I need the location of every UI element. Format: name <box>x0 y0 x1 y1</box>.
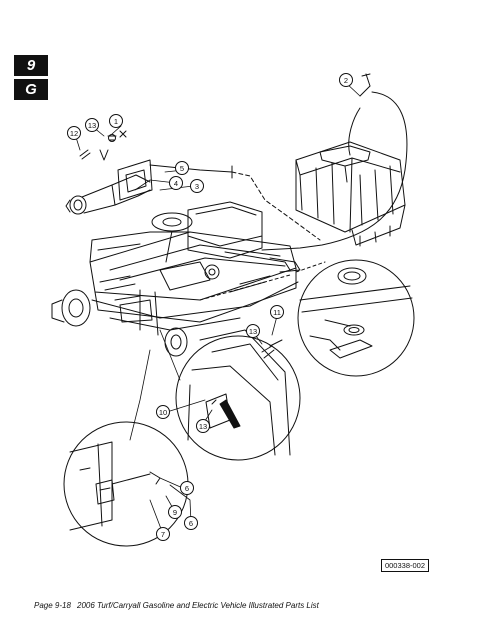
callout-9: 9 <box>173 508 177 517</box>
callout-2: 2 <box>344 76 348 85</box>
chapter-tab: 9 <box>14 55 48 76</box>
callout-13b: 13 <box>249 327 257 336</box>
tank-illustration <box>295 141 406 247</box>
footer-document-title: 2006 Turf/Carryall Gasoline and Electric… <box>77 601 319 610</box>
callout-5: 5 <box>180 164 184 173</box>
footer-page-number: Page 9-18 <box>34 601 71 610</box>
cable-routing <box>231 73 408 251</box>
detail-circle-right <box>295 259 415 377</box>
callout-10: 10 <box>159 408 167 417</box>
callout-circles <box>67 73 353 541</box>
callout-12: 12 <box>70 129 78 138</box>
callout-11: 11 <box>273 308 281 317</box>
callout-13a: 13 <box>88 121 96 130</box>
vehicle-illustration <box>51 201 301 357</box>
leader-lines <box>74 81 361 535</box>
callout-4: 4 <box>174 179 178 188</box>
callout-6b: 6 <box>189 519 193 528</box>
detail-circle-center <box>175 329 301 461</box>
callout-1: 1 <box>114 117 118 126</box>
detail-circle-lower <box>63 421 189 547</box>
latch-assembly-illustration <box>65 130 233 215</box>
callout-3: 3 <box>195 182 199 191</box>
callout-6a: 6 <box>185 484 189 493</box>
callout-13c: 13 <box>199 422 207 431</box>
section-tab: G <box>14 79 48 100</box>
figure-id-label: 000338-002 <box>381 559 429 572</box>
callout-7: 7 <box>161 530 165 539</box>
